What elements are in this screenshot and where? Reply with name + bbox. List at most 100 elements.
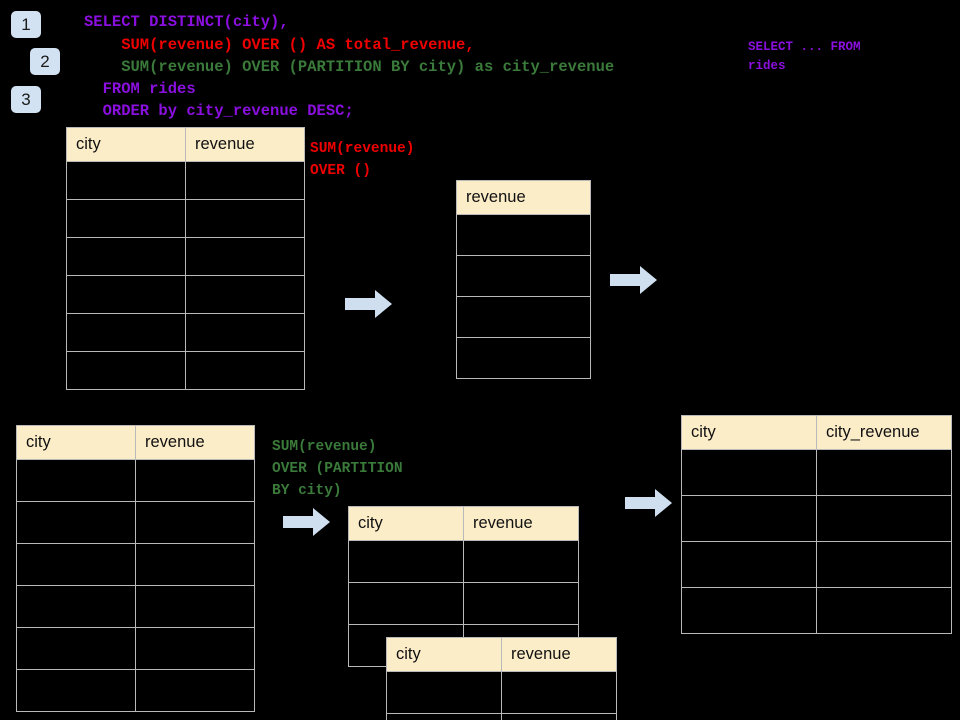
table-row: [456, 255, 591, 297]
table-cell: [135, 501, 255, 544]
sql-line-from: FROM rides: [84, 80, 196, 98]
table-cell: [681, 449, 817, 496]
table-cell: [386, 713, 502, 720]
table-cell: [348, 582, 464, 625]
column-header-revenue: revenue: [185, 127, 305, 162]
column-header-city: city: [16, 425, 136, 460]
table-row: [16, 543, 255, 586]
table-cell: [16, 459, 136, 502]
table-cell: [816, 587, 952, 634]
table-cell: [456, 296, 591, 338]
sql-line-order-by: ORDER by city_revenue DESC;: [84, 102, 354, 120]
table-cell: [456, 255, 591, 297]
table-row: [66, 351, 305, 390]
table-cell: [16, 543, 136, 586]
side-note-select-from-rides: SELECT ... FROM rides: [748, 40, 861, 73]
column-header-city: city: [348, 506, 464, 541]
table-cell: [16, 585, 136, 628]
final-result-table: city city_revenue: [681, 415, 952, 634]
table-cell: [816, 541, 952, 588]
table-cell: [456, 214, 591, 256]
table-cell: [135, 669, 255, 712]
step-badge-3: 3: [11, 86, 41, 113]
table-cell: [16, 501, 136, 544]
table-row: [681, 541, 952, 588]
column-header-city: city: [681, 415, 817, 450]
sql-line-total-revenue: SUM(revenue) OVER () AS total_revenue,: [84, 36, 475, 54]
table-row: [16, 627, 255, 670]
table-cell: [66, 351, 186, 390]
table-cell: [348, 540, 464, 583]
table-cell: [185, 161, 305, 200]
table-cell: [66, 161, 186, 200]
table-cell: [185, 275, 305, 314]
table-row: [16, 501, 255, 544]
sql-line-select: SELECT DISTINCT(city),: [84, 13, 289, 31]
table-row: [66, 199, 305, 238]
table-header-row: city revenue: [386, 637, 617, 672]
table-row: [456, 214, 591, 256]
step-badge-1: 1: [11, 11, 41, 38]
table-cell: [66, 275, 186, 314]
table-header-row: revenue: [456, 180, 591, 215]
table-row: [16, 459, 255, 502]
table-cell: [135, 459, 255, 502]
arrow-source-to-partition: [283, 507, 331, 542]
arrow-source-to-total: [345, 289, 393, 324]
table-cell: [501, 671, 617, 714]
table-cell: [185, 199, 305, 238]
column-header-city-revenue: city_revenue: [816, 415, 952, 450]
table-row: [386, 713, 617, 720]
table-header-row: city revenue: [66, 127, 305, 162]
table-row: [16, 669, 255, 712]
table-cell: [456, 337, 591, 379]
table-cell: [66, 313, 186, 352]
table-cell: [463, 540, 579, 583]
table-row: [456, 296, 591, 338]
table-row: [66, 237, 305, 276]
arrow-total-to-result: [610, 265, 658, 300]
table-cell: [501, 713, 617, 720]
table-row: [348, 540, 579, 583]
table-cell: [816, 495, 952, 542]
rides-source-table: city revenue: [66, 127, 305, 390]
sql-line-city-revenue: SUM(revenue) OVER (PARTITION BY city) as…: [84, 58, 615, 76]
table-row: [66, 313, 305, 352]
table-cell: [16, 669, 136, 712]
table-row: [66, 275, 305, 314]
table-cell: [681, 541, 817, 588]
table-cell: [681, 587, 817, 634]
table-row: [681, 495, 952, 542]
table-row: [681, 587, 952, 634]
table-row: [348, 582, 579, 625]
table-cell: [386, 671, 502, 714]
table-row: [16, 585, 255, 628]
table-cell: [463, 582, 579, 625]
table-row: [456, 337, 591, 379]
table-row: [66, 161, 305, 200]
table-cell: [16, 627, 136, 670]
table-cell: [135, 543, 255, 586]
table-cell: [816, 449, 952, 496]
annotation-total-revenue: SUM(revenue) OVER (): [310, 141, 415, 179]
column-header-city: city: [66, 127, 186, 162]
table-cell: [185, 351, 305, 390]
column-header-revenue: revenue: [463, 506, 579, 541]
table-header-row: city revenue: [16, 425, 255, 460]
table-cell: [135, 627, 255, 670]
partition-group-table-front: city revenue: [386, 637, 617, 720]
column-header-revenue: revenue: [135, 425, 255, 460]
table-row: [386, 671, 617, 714]
table-header-row: city revenue: [348, 506, 579, 541]
rides-source-table-2: city revenue: [16, 425, 255, 712]
table-cell: [66, 237, 186, 276]
table-cell: [135, 585, 255, 628]
column-header-revenue: revenue: [456, 180, 591, 215]
table-row: [681, 449, 952, 496]
step-badge-2: 2: [30, 48, 60, 75]
table-cell: [185, 313, 305, 352]
column-header-city: city: [386, 637, 502, 672]
table-header-row: city city_revenue: [681, 415, 952, 450]
arrow-partition-to-result: [625, 488, 673, 523]
table-cell: [681, 495, 817, 542]
